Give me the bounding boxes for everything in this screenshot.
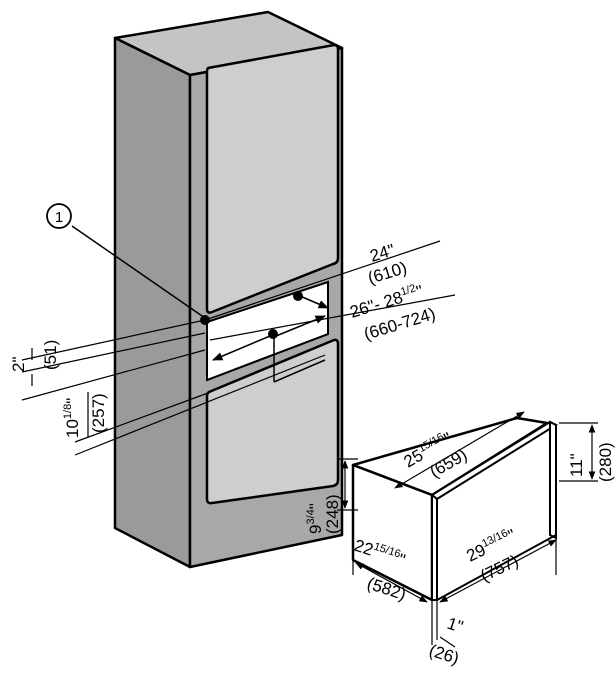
callout-dot-1: [200, 315, 210, 325]
front-thickness-mm: (26): [427, 641, 462, 668]
box-height-mm: (248): [323, 494, 342, 534]
top-offset-mm: (51): [41, 340, 60, 370]
opening-dot-lower: [268, 329, 278, 339]
opening-height-inch: 101/8": [62, 398, 82, 438]
drawer-opening: [206, 280, 329, 382]
callout-leader: [71, 225, 206, 319]
cabinet-dimension-lines: [21, 240, 456, 456]
opening-height-mm: (257): [89, 393, 108, 433]
front-height-mm: (280): [596, 442, 615, 482]
front-height-inch: 11": [567, 453, 586, 477]
refrigerator-cabinet: [113, 10, 344, 569]
top-offset-inch: 2": [9, 357, 28, 373]
callout-circle: [46, 203, 72, 229]
lower-door-panel: [205, 338, 340, 505]
opening-arrows: [212, 295, 329, 383]
front-thickness-inch: 1": [445, 614, 466, 637]
cabinet-left-side: [113, 36, 192, 569]
upper-door-panel: [205, 43, 340, 314]
opening-dot-upper: [293, 291, 303, 301]
box-height-inch: 93/4": [305, 503, 325, 534]
drawer-front-face: [431, 492, 438, 601]
drawer-dimension-lines: [337, 411, 598, 648]
callout-number: 1: [55, 209, 63, 226]
drawer-front-right: [549, 420, 557, 540]
